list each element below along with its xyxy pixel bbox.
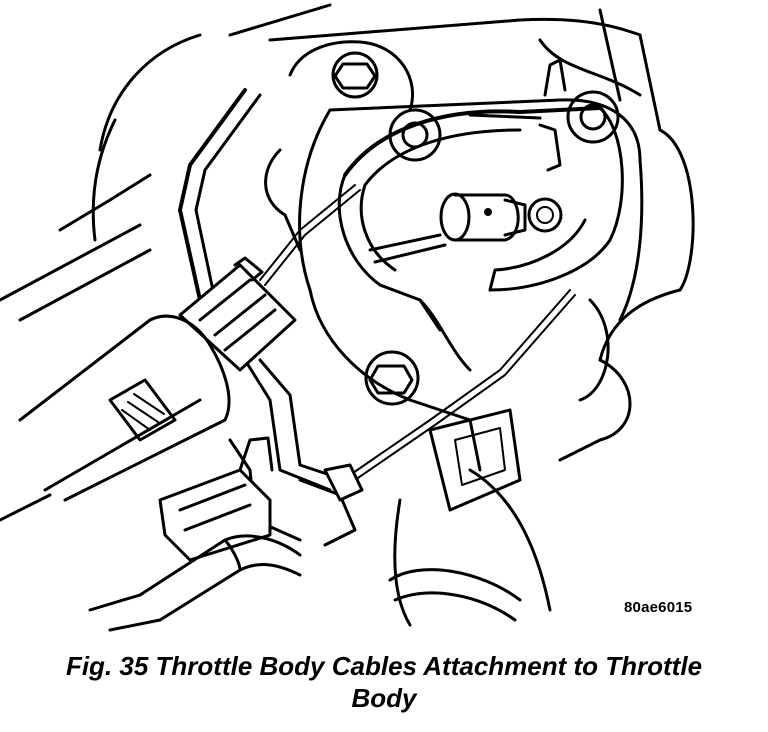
lower-hose	[88, 534, 302, 632]
cable-housing-upper	[0, 314, 231, 522]
mounting-bolt-top	[331, 51, 379, 99]
figure-reference-code: 80ae6015	[624, 599, 693, 616]
caption-line-2: Body	[351, 683, 417, 713]
speed-control-connector	[158, 436, 364, 562]
throttle-cam-lever	[337, 58, 624, 332]
intake-manifold-outline	[0, 3, 695, 627]
cam-pivot-pin-right	[566, 90, 620, 144]
cam-pivot-pin-left	[388, 108, 442, 162]
accelerator-cable-connector	[178, 256, 297, 372]
throttle-body-illustration	[0, 3, 695, 632]
cable-bracket	[178, 88, 347, 542]
throttle-body-housing	[264, 40, 644, 512]
speed-control-cable	[349, 289, 576, 481]
throttle-shaft	[368, 192, 563, 264]
figure-caption: Fig. 35 Throttle Body Cables Attachment …	[0, 650, 768, 714]
mounting-bolt-center	[364, 350, 420, 406]
accelerator-cable	[259, 184, 361, 286]
caption-line-1: Fig. 35 Throttle Body Cables Attachment …	[65, 651, 703, 681]
